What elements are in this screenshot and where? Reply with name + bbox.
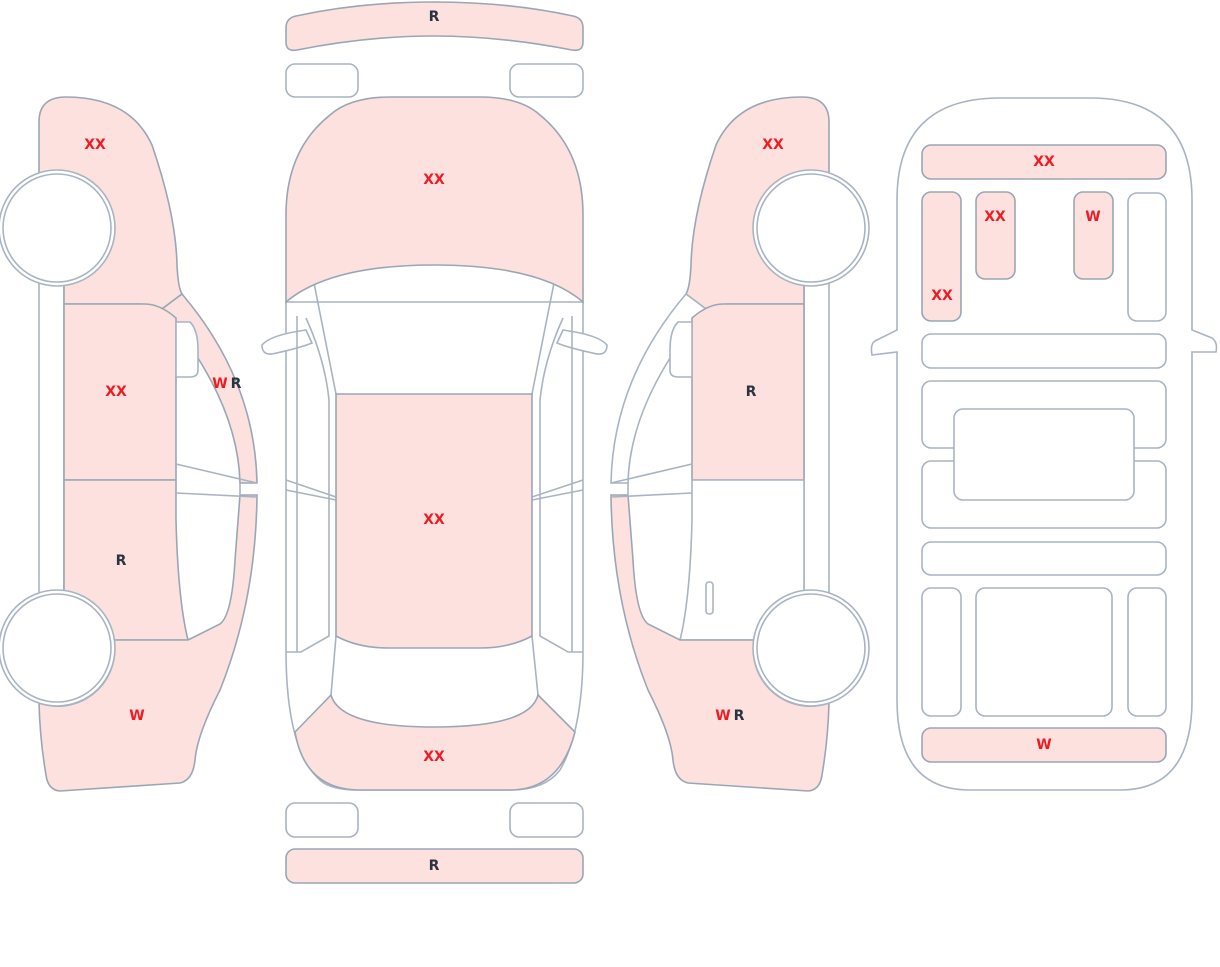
- dashboard[interactable]: [921, 144, 1167, 180]
- top-view: R XX XX XX R: [261, 1, 608, 884]
- trunk[interactable]: [294, 693, 576, 791]
- rear-left-taillight: [285, 802, 359, 838]
- center-console-bar[interactable]: [921, 333, 1167, 369]
- roof[interactable]: [335, 393, 533, 649]
- left-roof-rail-code-w: W: [212, 376, 227, 392]
- trunk-code: XX: [423, 749, 445, 765]
- rear-right-panel[interactable]: [1127, 587, 1167, 717]
- left-front-fender-code: XX: [84, 137, 106, 153]
- left-side-view: XX XX R W W R: [0, 96, 258, 792]
- center-console[interactable]: [953, 408, 1135, 501]
- right-side-view: XX R W R: [610, 96, 870, 792]
- rear-bumper[interactable]: [285, 848, 584, 884]
- front-seat-left-code: XX: [984, 209, 1006, 225]
- left-rear-quarter-code: W: [129, 708, 144, 724]
- dashboard-code: XX: [1033, 154, 1055, 170]
- right-mirror: [555, 329, 608, 355]
- rear-floor-code: W: [1036, 737, 1051, 753]
- right-rear-quarter-code-w: W: [715, 708, 730, 724]
- left-front-wheel: [2, 173, 112, 283]
- rear-bumper-code: R: [429, 858, 440, 874]
- front-seat-right-code: W: [1085, 209, 1100, 225]
- rear-seat[interactable]: [975, 587, 1113, 717]
- rear-left-panel[interactable]: [921, 587, 962, 717]
- rear-right-taillight: [509, 802, 584, 838]
- front-left-panel[interactable]: [921, 191, 962, 322]
- right-front-door-code: R: [746, 384, 757, 400]
- front-left-panel-code: XX: [931, 288, 953, 304]
- door-handle-icon: [705, 581, 714, 615]
- right-rear-wheel: [756, 593, 866, 703]
- left-rear-door-code: R: [116, 553, 127, 569]
- hood-code: XX: [423, 172, 445, 188]
- left-quarter-window: [175, 321, 199, 378]
- interior-view: XX XX XX W W: [870, 97, 1218, 791]
- front-seat-right[interactable]: [1073, 191, 1114, 280]
- right-front-fender-code: XX: [762, 137, 784, 153]
- left-roof-rail-code-r: R: [231, 376, 242, 392]
- front-right-panel[interactable]: [1127, 192, 1167, 322]
- left-front-door[interactable]: [63, 303, 177, 481]
- hood[interactable]: [285, 96, 584, 304]
- rear-seat-bar[interactable]: [921, 541, 1167, 576]
- right-front-door[interactable]: [691, 303, 805, 481]
- rear-floor[interactable]: [921, 727, 1167, 763]
- right-rear-quarter-code-r: R: [734, 708, 745, 724]
- front-left-headlight: [285, 63, 359, 98]
- front-bumper-code: R: [429, 9, 440, 25]
- left-rocker: [38, 279, 65, 599]
- front-seat-left[interactable]: [975, 191, 1016, 280]
- left-front-door-code: XX: [105, 384, 127, 400]
- left-mirror: [261, 329, 314, 355]
- left-rear-wheel: [2, 593, 112, 703]
- front-right-headlight: [509, 63, 584, 98]
- front-bumper[interactable]: [285, 1, 584, 52]
- right-front-wheel: [756, 173, 866, 283]
- roof-code: XX: [423, 512, 445, 528]
